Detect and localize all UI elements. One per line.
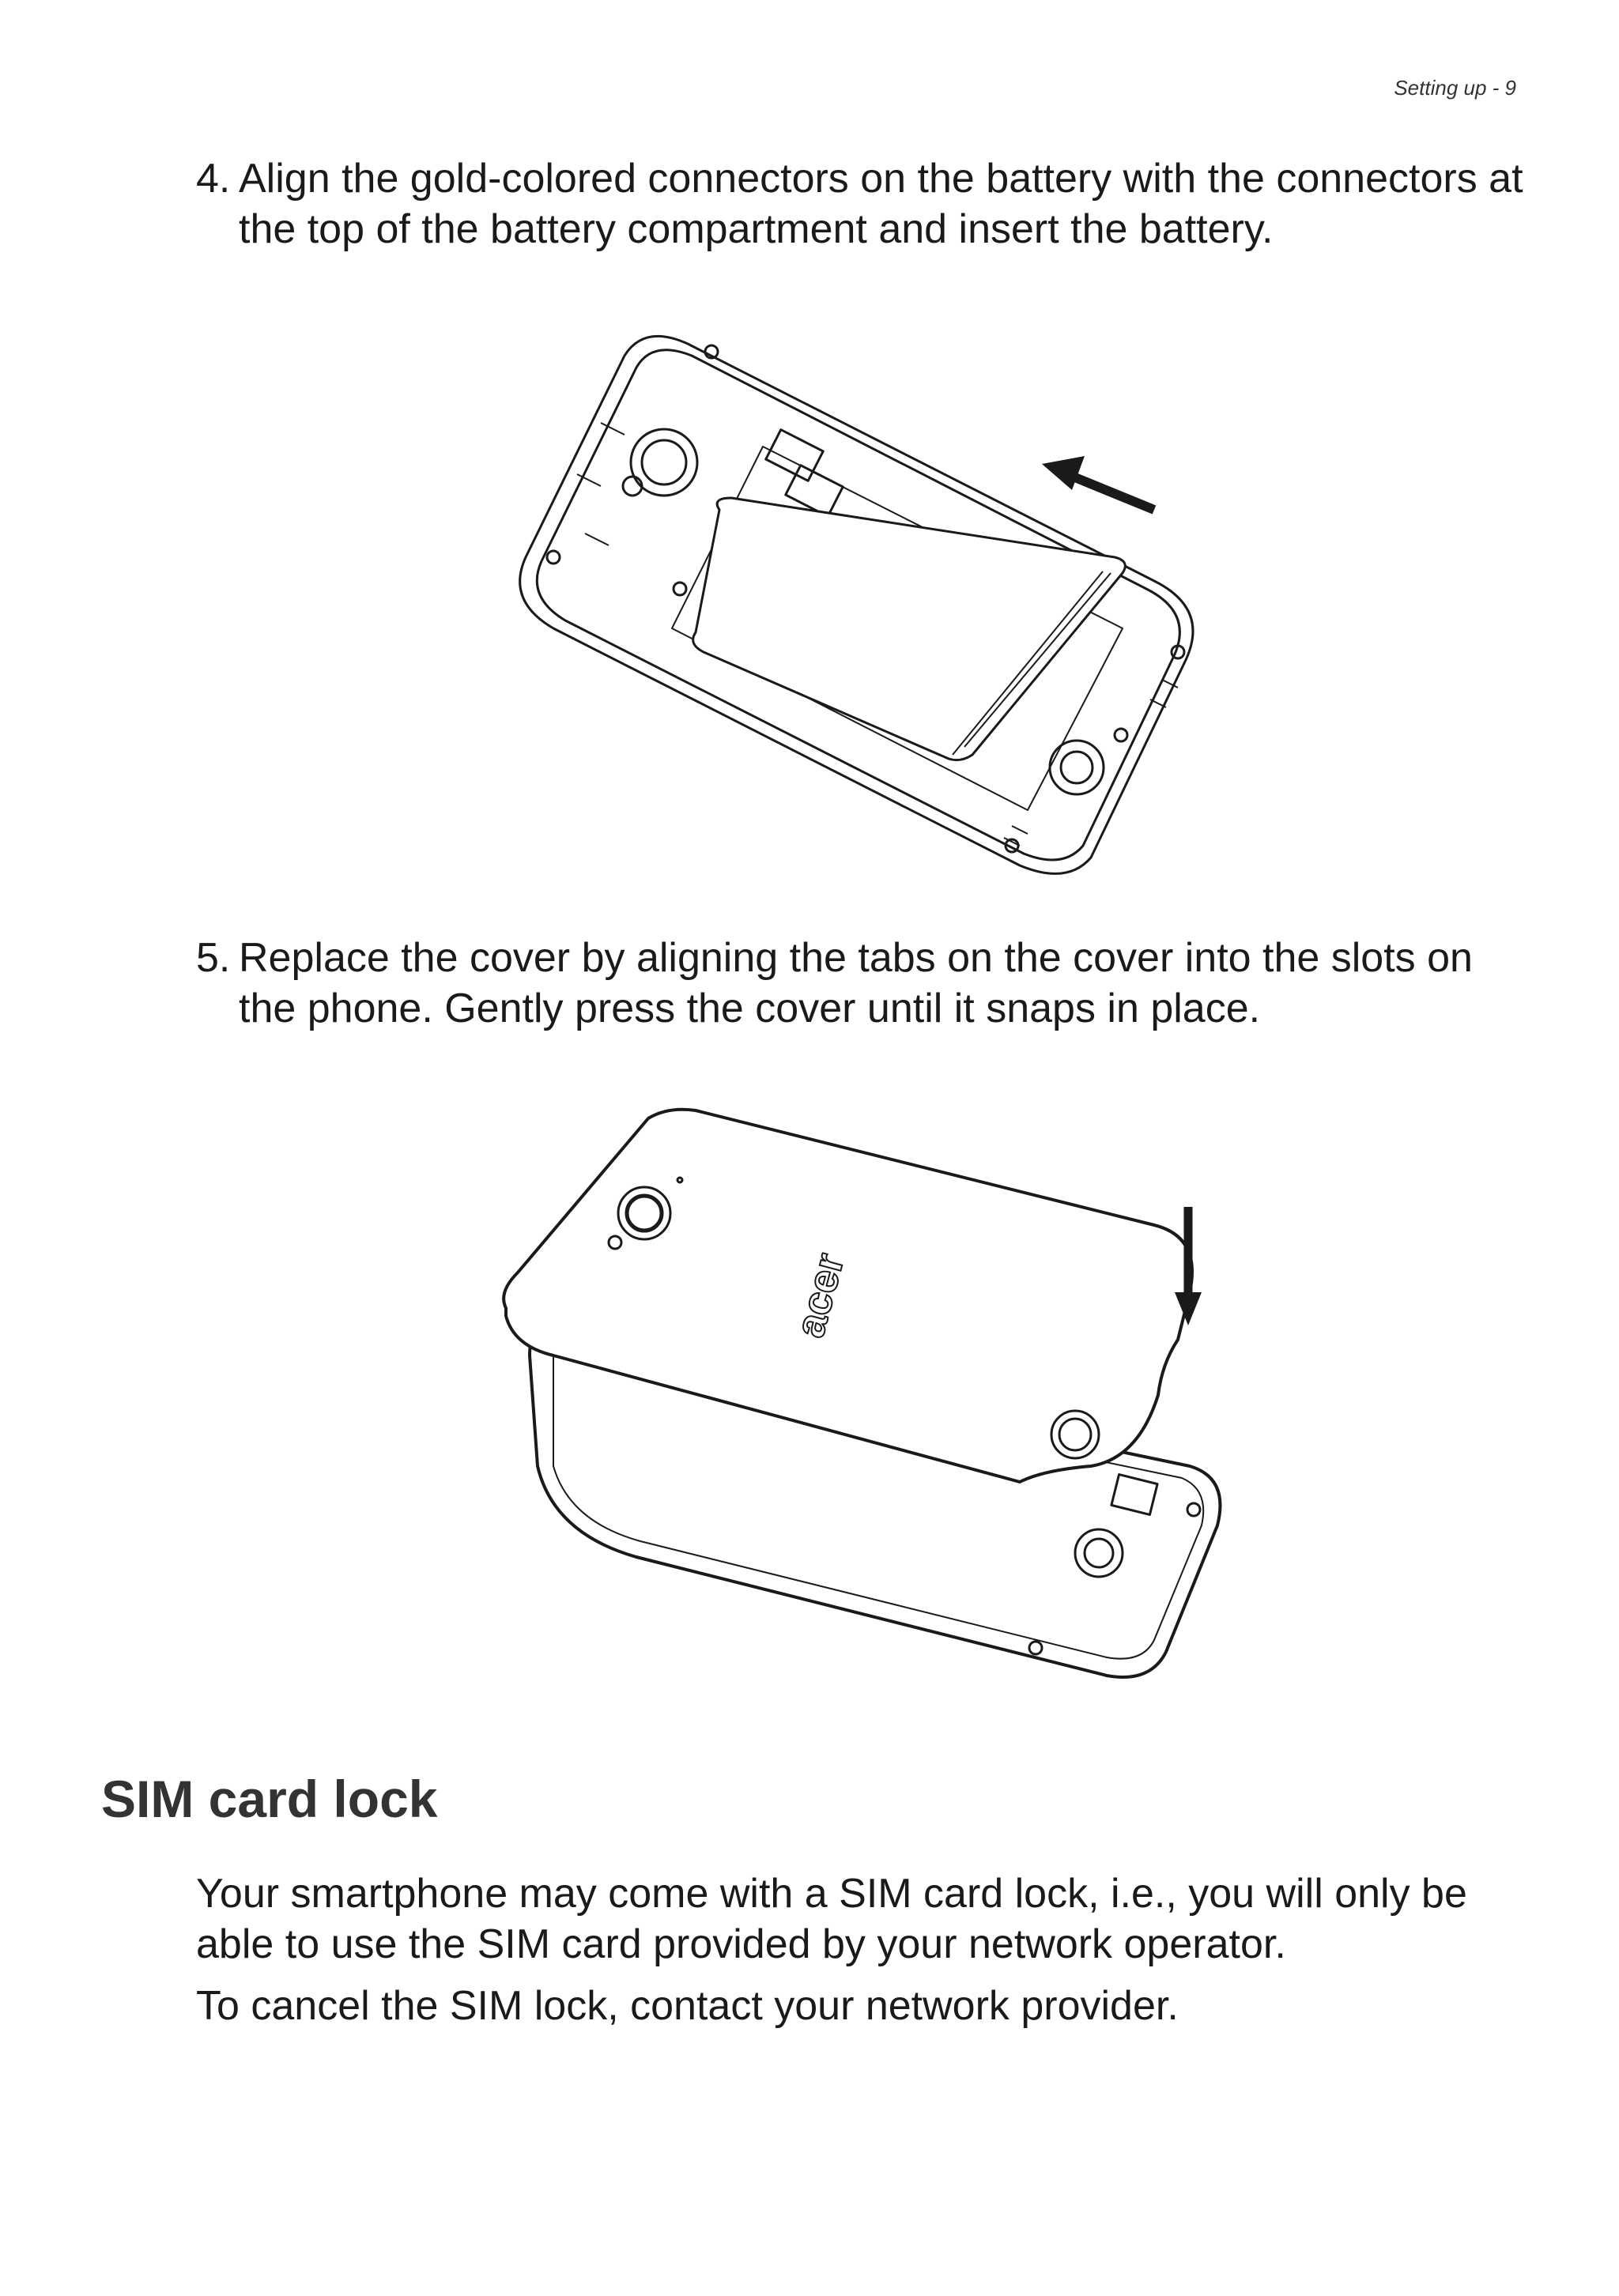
camera-ring: [629, 428, 699, 497]
section-title: SIM card lock: [101, 1770, 438, 1828]
cover-replacement-illustration: acer: [0, 1095, 1619, 1695]
step-4: 4. Align the gold-colored connectors on …: [196, 153, 1524, 254]
speaker-ring: [1074, 1528, 1124, 1578]
camera-ring: [617, 1186, 672, 1241]
back-cover: [502, 1107, 1194, 1484]
battery-insertion-illustration: [0, 320, 1619, 881]
speaker-ring: [1048, 739, 1105, 796]
phone-body-outline: [519, 334, 1194, 875]
step-text: Replace the cover by aligning the tabs o…: [239, 935, 1473, 1031]
step-number: 4.: [196, 156, 231, 202]
sim-slot: [764, 428, 825, 482]
arrow-icon: [1175, 1207, 1202, 1325]
paragraph: To cancel the SIM lock, contact your net…: [196, 1983, 1179, 2029]
step-number: 5.: [196, 935, 231, 981]
step-5: 5. Replace the cover by aligning the tab…: [196, 933, 1524, 1034]
battery: [692, 496, 1127, 762]
speaker-grille: [1050, 1409, 1100, 1460]
phone-body-outline: [528, 1329, 1222, 1679]
paragraph: Your smartphone may come with a SIM card…: [196, 1871, 1467, 1967]
step-text: Align the gold-colored connectors on the…: [239, 156, 1523, 252]
arrow-icon: [1042, 456, 1157, 515]
phone-inner-rim: [535, 349, 1181, 861]
running-header: Setting up - 9: [1394, 76, 1516, 100]
